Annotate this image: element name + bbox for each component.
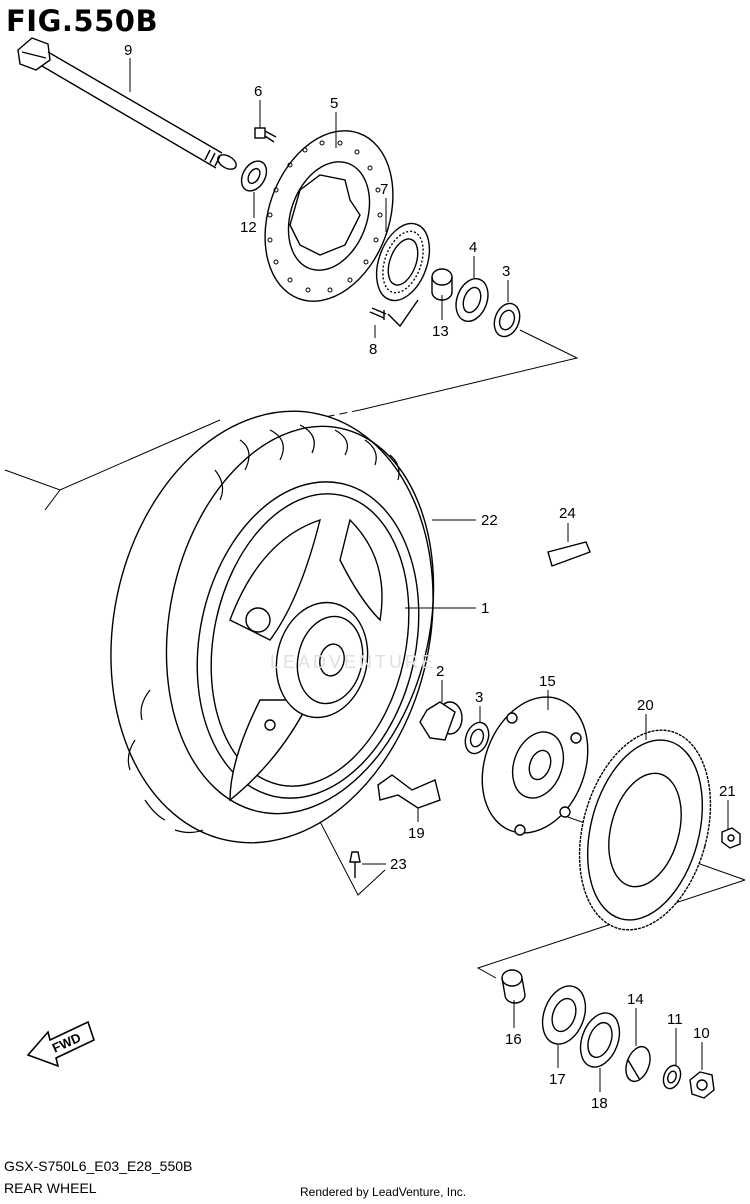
- callout-3-upper[interactable]: 3: [502, 263, 510, 280]
- callout-18[interactable]: 18: [591, 1095, 608, 1112]
- callout-5[interactable]: 5: [330, 95, 338, 112]
- axle-nut-part-10[interactable]: [689, 1071, 715, 1099]
- callout-8[interactable]: 8: [369, 341, 377, 358]
- callout-20[interactable]: 20: [637, 697, 654, 714]
- brake-disc-part-5[interactable]: [243, 113, 416, 319]
- callout-10[interactable]: 10: [693, 1025, 710, 1042]
- collar-part-14[interactable]: [622, 1043, 655, 1084]
- figure-title: FIG.550B: [6, 4, 159, 38]
- callout-1[interactable]: 1: [481, 600, 489, 617]
- callout-2[interactable]: 2: [436, 663, 444, 680]
- bearing-part-3-upper[interactable]: [490, 300, 524, 340]
- spacer-part-16[interactable]: [501, 969, 526, 1004]
- callout-leader-lines: [129, 58, 729, 1092]
- spacer-part-2[interactable]: [419, 701, 463, 741]
- callout-22[interactable]: 22: [481, 512, 498, 529]
- valve-part-23[interactable]: [349, 851, 361, 878]
- callout-6[interactable]: 6: [254, 83, 262, 100]
- oil-seal-part-4[interactable]: [450, 274, 493, 326]
- callout-12[interactable]: 12: [240, 219, 257, 236]
- callout-24[interactable]: 24: [559, 505, 576, 522]
- callout-7[interactable]: 7: [380, 181, 388, 198]
- callout-9[interactable]: 9: [124, 42, 132, 59]
- callout-16[interactable]: 16: [505, 1031, 522, 1048]
- callout-13[interactable]: 13: [432, 323, 449, 340]
- callout-11[interactable]: 11: [667, 1011, 683, 1028]
- wheel-part-1[interactable]: [169, 461, 447, 819]
- bracket-part-19[interactable]: [377, 774, 441, 809]
- washer-part-11[interactable]: [660, 1063, 683, 1091]
- sprocket-part-20[interactable]: [559, 715, 732, 944]
- model-code: GSX-S750L6_E03_E28_550B: [4, 1158, 193, 1174]
- render-credit: Rendered by LeadVenture, Inc.: [300, 1185, 467, 1199]
- screw-part-8[interactable]: [369, 299, 419, 328]
- sensor-ring-part-7[interactable]: [367, 216, 439, 308]
- callout-21[interactable]: 21: [719, 783, 736, 800]
- callout-numbers: 9 6 5 12 7 8 4 3 13 22 24 1 2 3 15 20 21…: [124, 42, 736, 1112]
- callout-15[interactable]: 15: [539, 673, 556, 690]
- callout-19[interactable]: 19: [408, 825, 425, 842]
- bearing-part-17[interactable]: [535, 980, 593, 1050]
- disc-bolt-part-6[interactable]: [254, 127, 277, 143]
- callout-14[interactable]: 14: [627, 991, 644, 1008]
- diagram-subtitle: REAR WHEEL: [4, 1180, 97, 1196]
- callout-23[interactable]: 23: [390, 856, 407, 873]
- sprocket-carrier-part-15[interactable]: [464, 682, 606, 848]
- oil-seal-part-18[interactable]: [574, 1008, 627, 1073]
- watermark-text: LEADVENTURE: [270, 652, 436, 672]
- nut-part-21[interactable]: [721, 827, 741, 849]
- balance-weight-part-24[interactable]: [547, 541, 591, 567]
- forward-direction-arrow: FWD: [26, 1020, 95, 1068]
- callout-3-lower[interactable]: 3: [475, 689, 483, 706]
- callout-17[interactable]: 17: [549, 1071, 566, 1088]
- callout-4[interactable]: 4: [469, 239, 477, 256]
- rear-axle-part-9[interactable]: [17, 37, 239, 172]
- bearing-part-3-lower[interactable]: [461, 719, 493, 757]
- washer-part-12[interactable]: [236, 157, 271, 196]
